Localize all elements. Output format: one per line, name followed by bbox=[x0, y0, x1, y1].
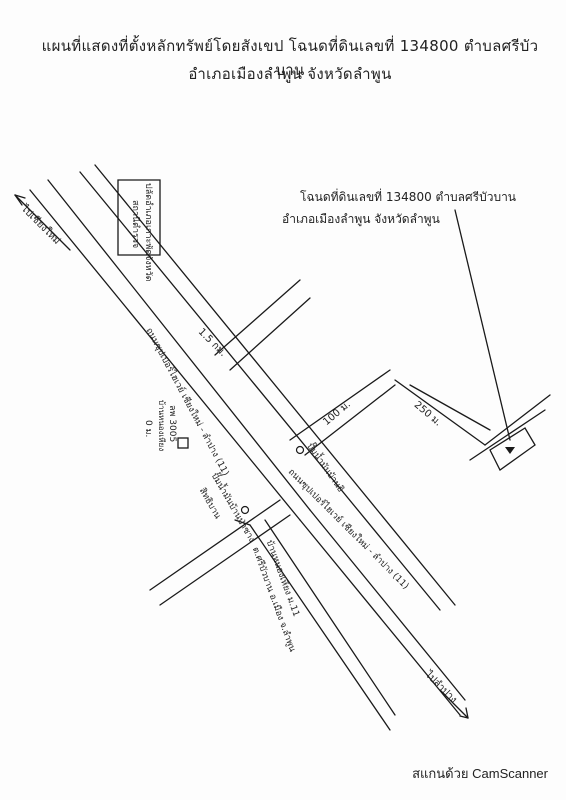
highway-edge-right-1 bbox=[79, 171, 441, 611]
arrow-north-head-2 bbox=[14, 194, 26, 199]
arrow-north bbox=[14, 194, 71, 251]
side-road-sw-3 bbox=[234, 519, 251, 526]
side-road-sw-1 bbox=[149, 499, 281, 591]
side-road-ne-1 bbox=[214, 279, 301, 356]
property-square bbox=[489, 427, 536, 471]
highway-edge-left-2 bbox=[47, 179, 311, 511]
map-title-line-2: อำเภอเมืองลำพูน จังหวัดลำพูน bbox=[188, 65, 392, 83]
arrow-south-head-1 bbox=[459, 715, 469, 719]
branch-road-1 bbox=[289, 369, 391, 441]
office-label-1: ปลัดอำเภอเกาะพัดจังหวัด bbox=[143, 183, 153, 282]
access-road-2 bbox=[409, 384, 491, 431]
marker-square bbox=[177, 437, 189, 449]
branch-road-2 bbox=[304, 384, 396, 456]
side-road-ne-2 bbox=[229, 297, 311, 371]
arrow-north-head-1 bbox=[14, 194, 23, 206]
map-title-line-1: แผนที่แสดงที่ตั้งหลักทรัพย์โดยสังเขป โฉน… bbox=[41, 37, 539, 79]
pointer-arrow-line bbox=[454, 209, 511, 441]
arrow-south bbox=[439, 689, 469, 719]
highway-edge-far-1 bbox=[299, 519, 461, 716]
distance-0m-label: 0 ม. bbox=[143, 420, 153, 438]
gas-station-1-dot bbox=[295, 445, 305, 455]
south-road-2 bbox=[264, 519, 396, 716]
target-label-2: อำเภอเมืองลำพูน จังหวัดลำพูน bbox=[282, 212, 440, 226]
south-road-1 bbox=[249, 524, 391, 731]
target-label-1: โฉนดที่ดินเลขที่ 134800 ตำบลศรีบัวบาน bbox=[300, 190, 517, 204]
road-lp-label: ลพ 3005 bbox=[167, 405, 177, 443]
side-road-sw-2 bbox=[159, 514, 291, 606]
gas-station-2-dot bbox=[240, 505, 250, 515]
arrow-south-head-2 bbox=[465, 707, 469, 719]
road-lp-sub-label: บ้านหนองเหียง bbox=[157, 400, 166, 452]
highway-edge-right-2 bbox=[94, 164, 456, 606]
access-road-1 bbox=[394, 379, 486, 446]
access-road-4 bbox=[469, 409, 546, 461]
highway-edge-left-1 bbox=[29, 189, 301, 521]
scanner-footer: สแกนด้วย CamScanner bbox=[412, 766, 548, 781]
office-label-2: สถานีตำรวจ bbox=[130, 200, 140, 249]
property-marker bbox=[505, 447, 515, 454]
office-box bbox=[117, 179, 161, 256]
access-road-3 bbox=[484, 394, 551, 446]
highway-edge-far-2 bbox=[309, 509, 466, 701]
